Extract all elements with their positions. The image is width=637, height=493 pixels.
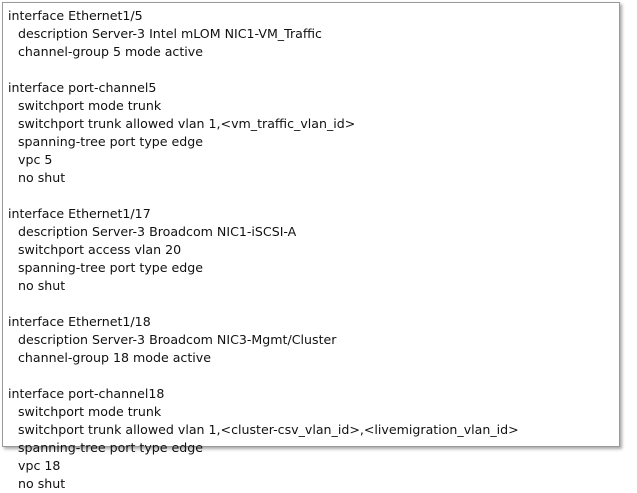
- config-line: vpc 5: [18, 152, 53, 167]
- config-line: no shut: [18, 170, 66, 185]
- config-line: spanning-tree port type edge: [18, 260, 204, 275]
- config-line: spanning-tree port type edge: [18, 440, 204, 455]
- interface-header: interface Ethernet1/5: [8, 8, 143, 23]
- config-line: no shut: [18, 278, 66, 293]
- config-block-ethernet1-18: interface Ethernet1/18 description Serve…: [8, 313, 619, 367]
- config-line: channel-group 5 mode active: [18, 44, 203, 59]
- config-line: switchport mode trunk: [18, 404, 162, 419]
- config-line: spanning-tree port type edge: [18, 134, 204, 149]
- config-line: switchport mode trunk: [18, 98, 162, 113]
- config-line: no shut: [18, 476, 66, 491]
- config-line: switchport trunk allowed vlan 1,<vm_traf…: [18, 116, 356, 131]
- config-line: description Server-3 Broadcom NIC1-iSCSI…: [18, 224, 297, 239]
- interface-header: interface Ethernet1/17: [8, 206, 151, 221]
- interface-header: interface Ethernet1/18: [8, 314, 151, 329]
- config-line: description Server-3 Intel mLOM NIC1-VM_…: [18, 26, 322, 41]
- config-block-port-channel5: interface port-channel5 switchport mode …: [8, 79, 619, 187]
- config-block-ethernet1-17: interface Ethernet1/17 description Serve…: [8, 205, 619, 295]
- config-line: switchport trunk allowed vlan 1,<cluster…: [18, 422, 519, 437]
- interface-header: interface port-channel5: [8, 80, 157, 95]
- config-line: channel-group 18 mode active: [18, 350, 211, 365]
- config-block-port-channel18: interface port-channel18 switchport mode…: [8, 385, 619, 493]
- config-line: switchport access vlan 20: [18, 242, 182, 257]
- config-line: description Server-3 Broadcom NIC3-Mgmt/…: [18, 332, 337, 347]
- interface-header: interface port-channel18: [8, 386, 165, 401]
- config-code-panel: interface Ethernet1/5 description Server…: [2, 2, 620, 491]
- config-line: vpc 18: [18, 458, 61, 473]
- config-block-ethernet1-5: interface Ethernet1/5 description Server…: [8, 7, 619, 61]
